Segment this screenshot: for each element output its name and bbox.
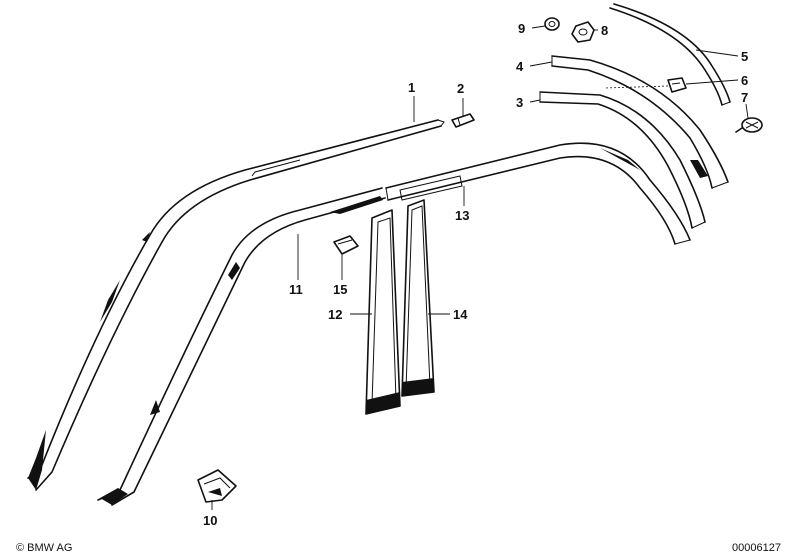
- part-5-seal-strip: [609, 3, 731, 106]
- callout-7: 7: [741, 90, 748, 105]
- part-4-arch-moulding: [551, 55, 729, 189]
- callout-9: 9: [518, 21, 525, 36]
- callout-12: 12: [328, 307, 342, 322]
- part-9-washer: [544, 17, 560, 31]
- callout-13: 13: [455, 208, 469, 223]
- callout-11: 11: [289, 282, 303, 297]
- callout-10: 10: [203, 513, 217, 528]
- part-6-clip: [667, 77, 687, 93]
- callout-14: 14: [453, 307, 468, 322]
- leader-lines: [211, 25, 749, 510]
- callout-15: 15: [333, 282, 347, 297]
- part-14-pillar-trim: [401, 199, 435, 397]
- callout-5: 5: [741, 49, 748, 64]
- part-7-screw: [735, 117, 763, 133]
- callout-6: 6: [741, 73, 748, 88]
- callout-8: 8: [601, 23, 608, 38]
- part-3-arch-moulding: [539, 91, 706, 229]
- part-13-upper-rail: [385, 142, 691, 245]
- part-11-inner-moulding: [97, 187, 386, 506]
- callout-1: 1: [408, 80, 415, 95]
- copyright-text: © BMW AG: [16, 542, 72, 554]
- part-1-outer-moulding: [27, 119, 445, 491]
- part-15-clip: [333, 235, 359, 255]
- part-2-end-cap: [451, 113, 475, 128]
- part-12-pillar-trim: [365, 209, 401, 415]
- diagram-number: 00006127: [732, 542, 781, 554]
- callout-2: 2: [457, 81, 464, 96]
- callout-4: 4: [516, 59, 524, 74]
- callout-3: 3: [516, 95, 523, 110]
- part-10-retaining-clip: [197, 469, 237, 503]
- part-8-nut: [571, 21, 595, 43]
- callout-labels: 1 2 3 4 5 6 7 8 9 10 11 12 13 14 15: [203, 21, 748, 528]
